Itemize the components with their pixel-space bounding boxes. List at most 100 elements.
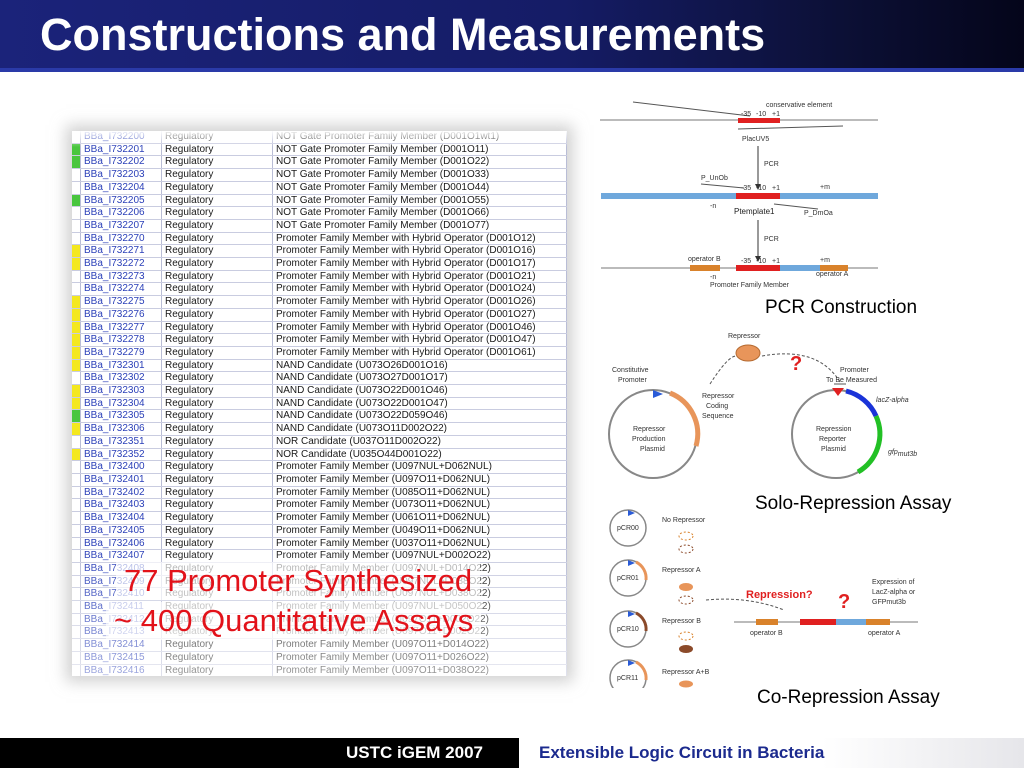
minus35-label-2: -35 [741, 185, 751, 192]
repressor-ab-label: Repressor A+B [662, 669, 710, 676]
part-id[interactable]: BBa_I732400 [80, 460, 162, 474]
part-id[interactable]: BBa_I732271 [80, 244, 162, 259]
part-id[interactable]: BBa_I732278 [80, 333, 162, 347]
co-repression-caption: Co-Repression Assay [757, 687, 940, 708]
part-id[interactable]: BBa_I732305 [80, 409, 162, 424]
repressor-protein [735, 344, 761, 362]
part-id[interactable]: BBa_I732403 [80, 498, 162, 513]
part-id[interactable]: BBa_I732273 [80, 270, 162, 284]
footer-right: Extensible Logic Circuit in Bacteria [519, 738, 1024, 768]
part-id[interactable]: BBa_I732279 [80, 346, 162, 360]
part-description: NOT Gate Promoter Family Member (D001O44… [272, 181, 567, 195]
part-id[interactable]: BBa_I732272 [80, 257, 162, 271]
row-flag [72, 384, 81, 398]
part-type: Regulatory [161, 257, 273, 271]
pcr-step-1-label: PCR [764, 161, 779, 168]
part-type: Regulatory [161, 422, 273, 436]
row-flag [72, 244, 81, 259]
pcr01-plasmid: pCR01 [609, 559, 648, 597]
part-id[interactable]: BBa_I732303 [80, 384, 162, 398]
repressor-b-protein [679, 645, 693, 653]
row-flag [72, 435, 81, 449]
part-id[interactable]: BBa_I732202 [80, 155, 162, 170]
gfp-main: gfp [888, 449, 898, 456]
row-flag [72, 206, 81, 220]
measured-promoter-marker [832, 388, 844, 396]
part-id[interactable]: BBa_I732274 [80, 282, 162, 297]
repressor-label: Repressor [728, 333, 761, 340]
placuv5-core-segment [738, 118, 780, 123]
part-id[interactable]: BBa_I732351 [80, 435, 162, 449]
assay-count-label: ~ 400 Quantitative Assays [106, 602, 482, 640]
row-flag [72, 308, 81, 322]
part-id[interactable]: BBa_I732301 [80, 359, 162, 373]
part-id[interactable]: BBa_I732302 [80, 371, 162, 386]
part-id[interactable]: BBa_I732276 [80, 308, 162, 322]
part-description: Promoter Family Member with Hybrid Opera… [272, 333, 567, 347]
part-description: Promoter Family Member with Hybrid Opera… [272, 295, 567, 309]
part-description: NOR Candidate (U035O44D001O22) [272, 448, 567, 462]
part-id[interactable]: BBa_I732306 [80, 422, 162, 436]
part-id[interactable]: BBa_I732277 [80, 321, 162, 335]
table-fade-top [72, 131, 567, 147]
part-id[interactable]: BBa_I732206 [80, 206, 162, 220]
part-id[interactable]: BBa_I732207 [80, 219, 162, 233]
pcr11-plasmid: pCR11 [609, 659, 648, 688]
empty-repressor-1a [678, 531, 694, 541]
part-description: NAND Candidate (U073O22D059O46) [272, 409, 567, 424]
part-type: Regulatory [161, 168, 273, 182]
part-description: NAND Candidate (U073O11D002O22) [272, 422, 567, 436]
minus10-label-2: -10 [756, 185, 766, 192]
part-type: Regulatory [161, 384, 273, 398]
part-id[interactable]: BBa_I732203 [80, 168, 162, 182]
title-bar: Constructions and Measurements [0, 0, 1024, 72]
empty-repressor-2b [678, 595, 694, 605]
row-flag [72, 232, 81, 246]
pcr-arrow-2-head [755, 256, 761, 262]
title-underline [0, 68, 1024, 72]
part-id[interactable]: BBa_I732304 [80, 397, 162, 411]
part-type: Regulatory [161, 155, 273, 170]
part-id[interactable]: BBa_I732404 [80, 511, 162, 525]
part-id[interactable]: BBa_I732401 [80, 473, 162, 487]
part-description: Promoter Family Member (U049O11+D062NUL) [272, 524, 567, 538]
upstream-primer-line [632, 101, 751, 117]
part-description: Promoter Family Member (U073O11+D062NUL) [272, 498, 567, 513]
part-type: Regulatory [161, 244, 273, 259]
plus1-label-2: +1 [772, 185, 780, 192]
part-id[interactable]: BBa_I732275 [80, 295, 162, 309]
part-id[interactable]: BBa_I732270 [80, 232, 162, 246]
part-type: Regulatory [161, 219, 273, 233]
part-id[interactable]: BBa_I732352 [80, 448, 162, 462]
row-flag [72, 155, 81, 170]
part-id[interactable]: BBa_I732405 [80, 524, 162, 538]
row-flag [72, 333, 81, 347]
part-type: Regulatory [161, 448, 273, 462]
row-flag [72, 422, 81, 436]
row-flag [72, 486, 81, 500]
part-id[interactable]: BBa_I732402 [80, 486, 162, 500]
part-id[interactable]: BBa_I732204 [80, 181, 162, 195]
part-type: Regulatory [161, 486, 273, 500]
part-description: NOT Gate Promoter Family Member (D001O33… [272, 168, 567, 182]
part-type: Regulatory [161, 460, 273, 474]
promoter-label-right: Promoter [840, 367, 869, 374]
operator-a-label-pcr: operator A [816, 271, 849, 278]
operator-b-segment-co [756, 619, 778, 625]
row-flag [72, 359, 81, 373]
part-id[interactable]: BBa_I732205 [80, 194, 162, 208]
part-description: Promoter Family Member with Hybrid Opera… [272, 270, 567, 284]
part-type: Regulatory [161, 270, 273, 284]
